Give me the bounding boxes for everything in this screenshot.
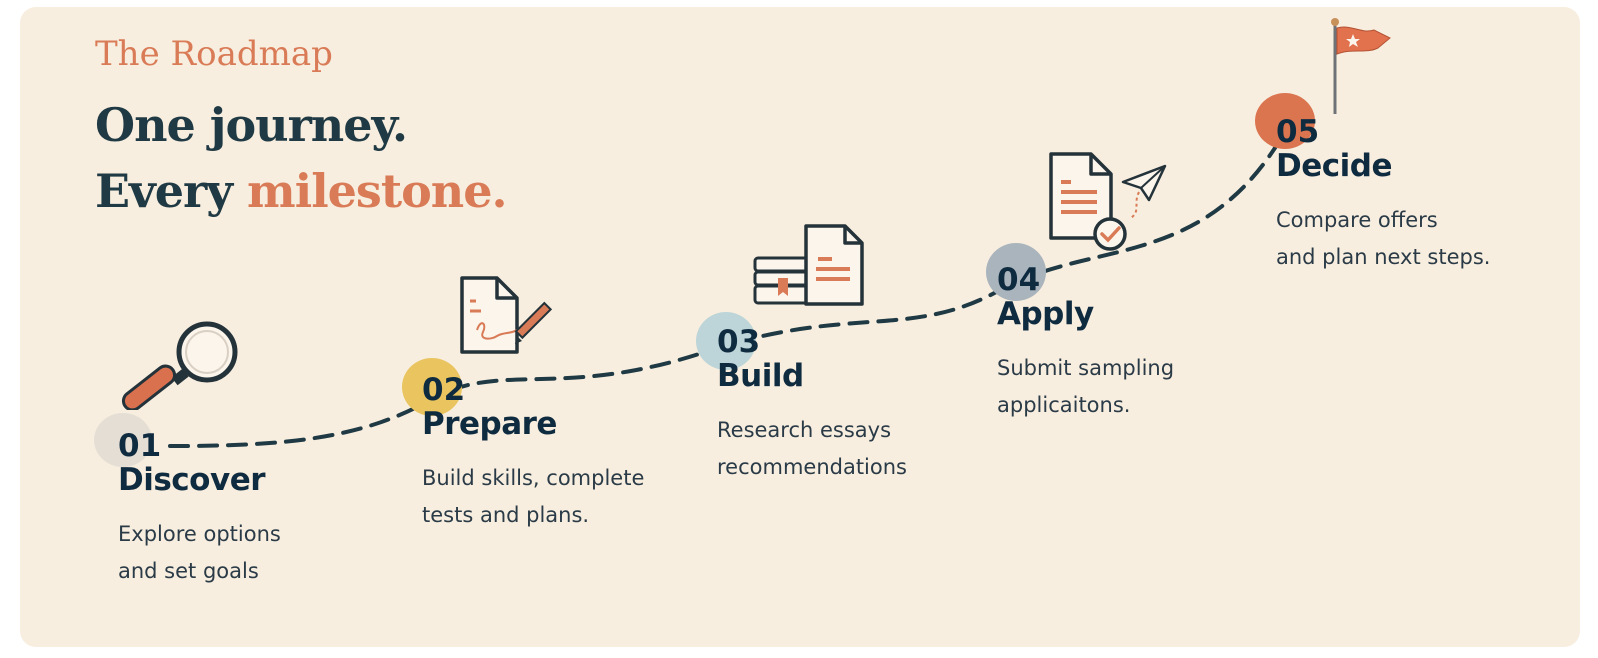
step-title: Discover [118,462,266,498]
step-number: 04 [997,262,1041,298]
step-title: Prepare [422,406,557,442]
step-description-line-1: Submit sampling [997,356,1175,380]
step-description-line-2: tests and plans. [422,503,590,527]
step-1-bubble [94,413,152,467]
headline: One journey. Every milestone. [95,92,508,224]
step-4-bubble [986,243,1046,301]
document-paperplane-icon [1049,152,1167,251]
roadmap-card [20,7,1580,647]
step-description-line-1: Compare offers [1276,208,1438,232]
headline-prefix: Every [95,164,248,218]
books-document-icon [753,224,864,306]
step-5-bubble [1255,93,1315,149]
step-description-line-2: recommendations [717,455,907,479]
step-build: 03 Build Research essays recommendations [717,326,907,486]
document-pencil-icon [460,276,553,354]
eyebrow-label: The Roadmap [95,34,333,74]
step-description: Research essays recommendations [717,412,907,486]
step-description: Build skills, complete tests and plans. [422,460,644,534]
headline-line-2: Every milestone. [95,158,508,224]
magnifier-icon [121,321,238,410]
headline-accent: milestone. [247,164,507,218]
step-number: 02 [422,372,466,408]
step-description-line-2: and set goals [118,559,259,583]
step-number: 01 [118,428,162,464]
step-3-bubble [696,312,756,370]
step-number: 05 [1276,114,1320,150]
headline-line-1: One journey. [95,98,408,152]
step-discover: 01 Discover Explore options and set goal… [118,430,281,590]
step-prepare: 02 Prepare Build skills, complete tests … [422,374,644,534]
step-title: Decide [1276,148,1392,184]
step-apply: 04 Apply Submit sampling applicaitons. [997,264,1174,424]
step-2-bubble [402,358,462,416]
step-description: Submit sampling applicaitons. [997,350,1174,424]
flag-icon [1331,18,1391,114]
step-description-line-2: and plan next steps. [1276,245,1491,269]
step-decide: 05 Decide Compare offers and plan next s… [1276,116,1490,276]
step-title: Build [717,358,804,394]
step-title: Apply [997,296,1094,332]
step-description-line-1: Research essays [717,418,892,442]
step-description-line-1: Explore options [118,522,281,546]
step-description-line-2: applicaitons. [997,393,1131,417]
step-description: Compare offers and plan next steps. [1276,202,1490,276]
step-description-line-1: Build skills, complete [422,466,645,490]
step-description: Explore options and set goals [118,516,281,590]
step-number: 03 [717,324,761,360]
